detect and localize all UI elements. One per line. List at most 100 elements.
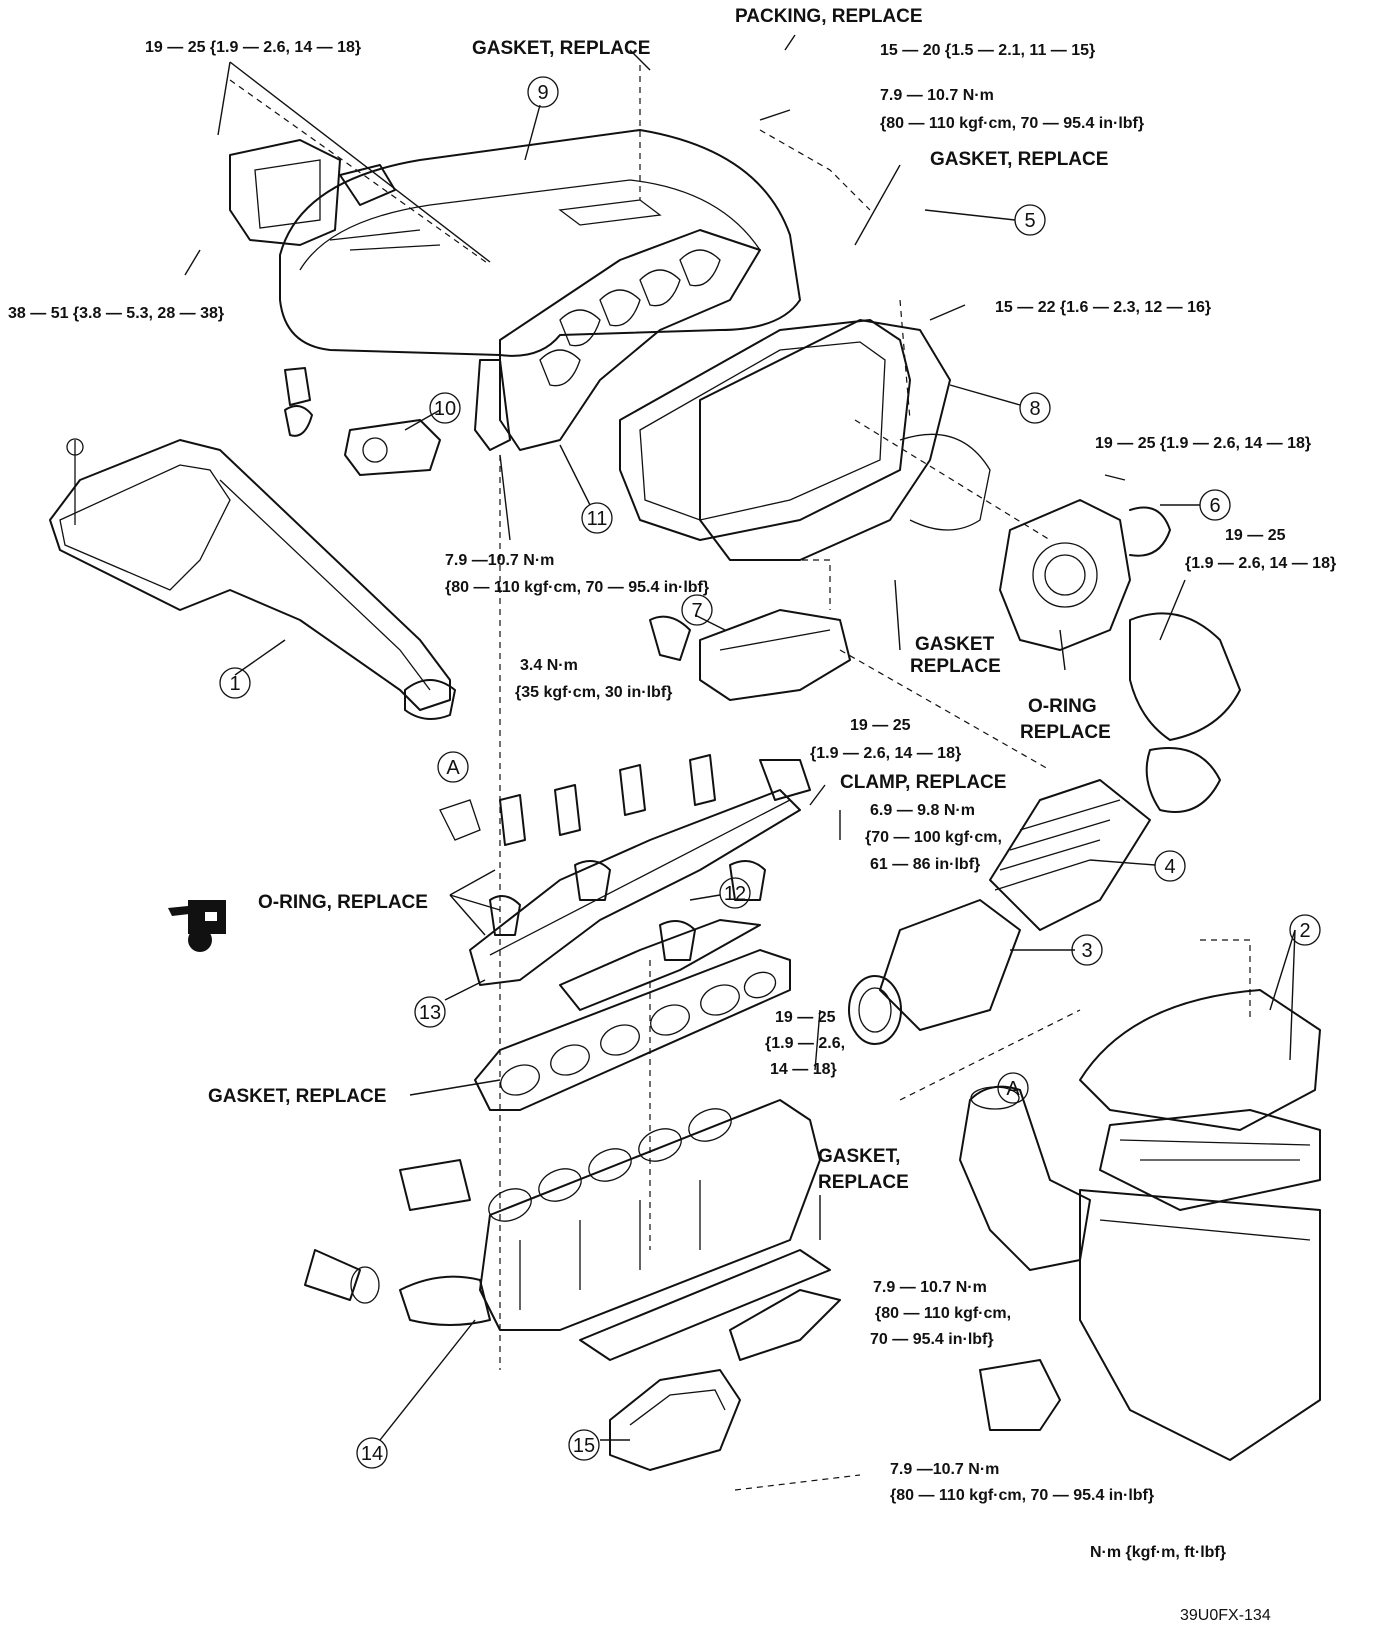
spec-s13a: 7.9 — 10.7 N·m [873, 1279, 987, 1296]
svg-text:5: 5 [1024, 210, 1035, 232]
spec-s8b: {1.9 — 2.6, 14 — 18} [1185, 555, 1336, 572]
upper-flange-gasket [619, 319, 911, 541]
label-gasket-mid-b: REPLACE [910, 656, 1001, 677]
svg-text:13: 13 [419, 1002, 441, 1024]
spec-s11b: {70 — 100 kgf·cm, [865, 829, 1002, 846]
spec-s7b: {80 — 110 kgf·cm, 70 — 95.4 in·lbf} [445, 579, 709, 596]
injectors [439, 754, 716, 846]
svg-text:12: 12 [724, 883, 746, 905]
callout-6: 6 [1199, 489, 1231, 521]
callout-a-left: A [437, 751, 469, 783]
upper-intake-manifold [279, 129, 801, 451]
intake-gasket [474, 949, 791, 1111]
svg-text:A: A [446, 757, 460, 779]
label-clamp: CLAMP, REPLACE [840, 772, 1006, 793]
spec-s2: 38 — 51 {3.8 — 5.3, 28 — 38} [8, 305, 224, 322]
fuel-delivery-pipe [469, 759, 811, 1011]
svg-text:8: 8 [1029, 398, 1040, 420]
spec-s4b: {80 — 110 kgf·cm, 70 — 95.4 in·lbf} [880, 115, 1144, 132]
spec-s12a: 19 — 25 [775, 1009, 836, 1026]
water-pipe [304, 1159, 491, 1326]
resonance-duct [959, 1085, 1091, 1271]
spec-s7a: 7.9 —10.7 N·m [445, 552, 554, 569]
svg-text:2: 2 [1299, 920, 1310, 942]
label-oring-left: O-RING, REPLACE [258, 892, 428, 913]
callout-9: 9 [527, 76, 559, 108]
label-oring-right-a: O-RING [1028, 696, 1097, 717]
spec-s14b: {80 — 110 kgf·cm, 70 — 95.4 in·lbf} [890, 1487, 1154, 1504]
spec-s13c: 70 — 95.4 in·lbf} [870, 1331, 994, 1348]
label-gasket-low-a: GASKET, [818, 1146, 900, 1167]
fuel-caution-icon [168, 900, 226, 952]
dynamic-chamber [699, 319, 991, 561]
air-duct [49, 438, 456, 720]
air-hose-accordion [989, 779, 1151, 931]
label-gasket-low-b: REPLACE [818, 1172, 909, 1193]
units-legend: N·m {kgf·m, ft·lbf} [1090, 1544, 1226, 1561]
label-gasket-right: GASKET, REPLACE [930, 149, 1108, 170]
callout-11: 11 [581, 502, 613, 534]
callout-2: 2 [1289, 914, 1321, 946]
throttle-air-hose [1129, 612, 1241, 813]
svg-text:11: 11 [587, 508, 608, 530]
spec-s5: 15 — 22 {1.6 — 2.3, 12 — 16} [995, 299, 1211, 316]
lower-intake-manifold [479, 1099, 831, 1361]
spec-s10b: {1.9 — 2.6, 14 — 18} [810, 745, 961, 762]
spec-s10a: 19 — 25 [850, 717, 911, 734]
callout-13: 13 [414, 996, 446, 1028]
idle-air-valve [344, 419, 441, 476]
spec-s11a: 6.9 — 9.8 N·m [870, 802, 975, 819]
label-packing: PACKING, REPLACE [735, 6, 923, 27]
callout-a-right: A [997, 1072, 1029, 1104]
spec-s1: 19 — 25 {1.9 — 2.6, 14 — 18} [145, 39, 361, 56]
svg-text:1: 1 [229, 673, 240, 695]
spec-s14a: 7.9 —10.7 N·m [890, 1461, 999, 1478]
lower-right-sensor [979, 1359, 1061, 1431]
cover-plate [609, 1289, 841, 1471]
spec-s6: 19 — 25 {1.9 — 2.6, 14 — 18} [1095, 435, 1311, 452]
svg-text:14: 14 [361, 1443, 383, 1465]
callout-10: 10 [429, 392, 461, 424]
left-valves [284, 367, 313, 437]
airflow-meter [848, 899, 1021, 1045]
throttle-body [999, 499, 1171, 651]
callout-14: 14 [356, 1437, 388, 1469]
label-oring-right-b: REPLACE [1020, 722, 1111, 743]
callout-7: 7 [681, 594, 713, 626]
spec-s12b: {1.9 — 2.6, [765, 1035, 845, 1052]
svg-text:9: 9 [537, 82, 548, 104]
air-valve [649, 609, 851, 701]
callouts: 1 2 3 4 5 6 7 8 9 10 11 12 13 14 15 A A [219, 76, 1321, 1469]
spec-s3: 15 — 20 {1.5 — 2.1, 11 — 15} [880, 42, 1095, 59]
spec-s12c: 14 — 18} [770, 1061, 837, 1078]
svg-text:3: 3 [1081, 940, 1092, 962]
label-gasket-mid-a: GASKET [915, 634, 995, 655]
callout-15: 15 [568, 1429, 600, 1461]
spec-s11c: 61 — 86 in·lbf} [870, 856, 980, 873]
label-gasket-left: GASKET, REPLACE [208, 1086, 386, 1107]
air-cleaner [1079, 989, 1321, 1461]
label-gasket-top: GASKET, REPLACE [472, 38, 650, 59]
svg-text:4: 4 [1164, 856, 1175, 878]
spec-s13b: {80 — 110 kgf·cm, [875, 1305, 1011, 1322]
spec-s9a: 3.4 N·m [520, 657, 578, 674]
svg-text:7: 7 [691, 600, 702, 622]
svg-text:10: 10 [434, 398, 456, 420]
callout-12: 12 [719, 877, 751, 909]
callout-1: 1 [219, 667, 251, 699]
solenoid-bracket [229, 139, 396, 246]
callout-3: 3 [1071, 934, 1103, 966]
torque-specs: 19 — 25 {1.9 — 2.6, 14 — 18} 38 — 51 {3.… [8, 39, 1336, 1504]
leader-lines [184, 34, 1296, 1441]
spec-s4a: 7.9 — 10.7 N·m [880, 87, 994, 104]
instruction-labels: PACKING, REPLACE GASKET, REPLACE GASKET,… [208, 6, 1111, 1193]
svg-text:A: A [1006, 1078, 1020, 1100]
figure-code: 39U0FX-134 [1180, 1607, 1271, 1624]
callout-4: 4 [1154, 850, 1186, 882]
svg-text:6: 6 [1209, 495, 1220, 517]
svg-text:15: 15 [573, 1435, 595, 1457]
alignment-lines [229, 65, 1251, 1491]
callout-5: 5 [1014, 204, 1046, 236]
spec-s9b: {35 kgf·cm, 30 in·lbf} [515, 684, 672, 701]
